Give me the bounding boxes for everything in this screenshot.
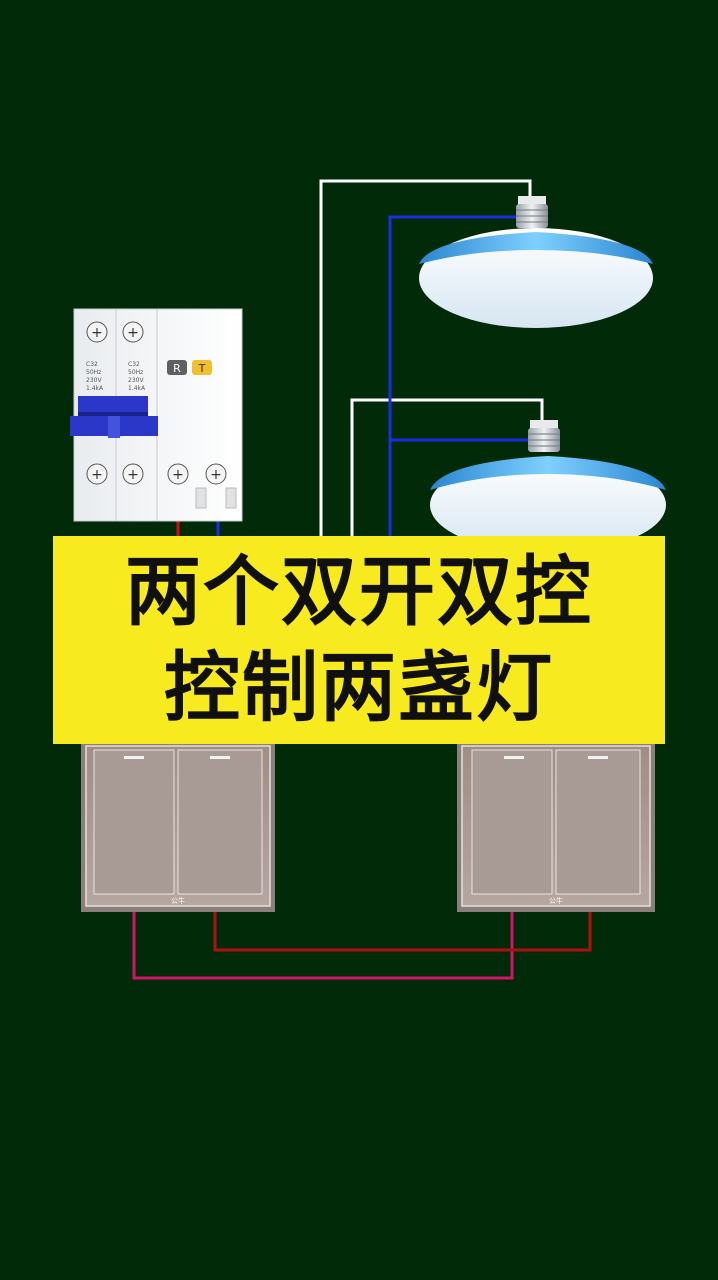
title-line-2: 控制两盏灯 [164,643,554,732]
svg-text:50Hz: 50Hz [128,369,143,376]
breaker-r-label: R [173,362,181,375]
traveler-wire-1 [132,912,514,980]
svg-text:+: + [91,325,103,341]
lamp-icon [430,420,666,553]
double-switch-icon: 公牛 [457,742,655,912]
svg-text:1.4kA: 1.4kA [128,385,146,392]
svg-text:+: + [127,325,139,341]
title-line-1: 两个双开双控 [125,547,593,636]
switch-brand-left: 公牛 [171,896,185,905]
switch-wire-lamp1 [319,179,532,540]
svg-text:230V: 230V [86,377,102,384]
svg-text:+: + [127,467,139,483]
double-switch-icon: 公牛 [81,742,275,912]
svg-text:+: + [172,467,184,483]
svg-text:+: + [91,467,103,483]
breaker-t-label: T [198,362,206,375]
svg-text:C32: C32 [128,361,140,368]
neutral-wire-lamps [388,215,537,540]
traveler-wire-2 [213,912,592,952]
switch-wire-lamp2 [350,398,544,540]
svg-text:50Hz: 50Hz [86,369,101,376]
svg-text:1.4kA: 1.4kA [86,385,104,392]
svg-text:230V: 230V [128,377,144,384]
svg-text:+: + [210,467,222,483]
title-banner: 两个双开双控 控制两盏灯 [53,536,665,744]
svg-text:C32: C32 [86,361,98,368]
lamp-icon [419,196,653,328]
switch-brand-right: 公牛 [549,896,563,905]
